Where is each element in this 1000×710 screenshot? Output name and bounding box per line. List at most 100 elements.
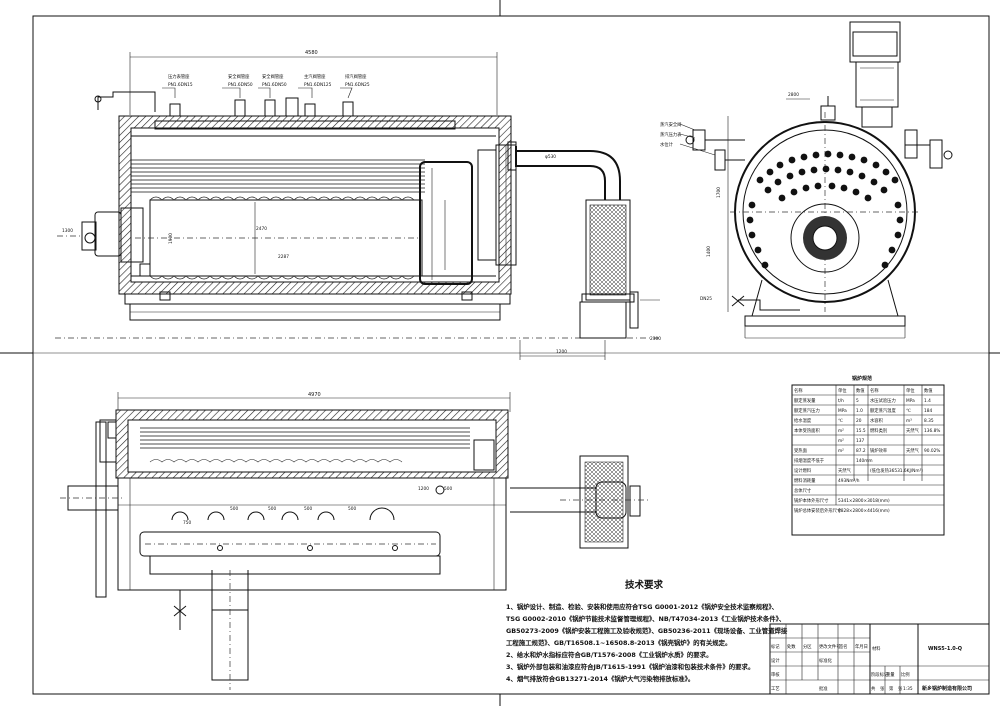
nozzle-1-spec: PN1.6DN15 — [168, 82, 193, 88]
spec-header-cell: 单位 — [906, 387, 915, 394]
svg-text:φ530: φ530 — [545, 154, 556, 160]
side-fittings: 蒸汽安全阀 蒸汽压力表 水位计 — [660, 121, 953, 171]
spec-cell: m² — [838, 429, 844, 434]
spec-cell: 锅炉本体外形尺寸 — [794, 497, 829, 504]
plan-view: 4970 750 500 — [60, 392, 648, 690]
tb-label-process: 工艺 — [771, 686, 780, 692]
tube-sheet-holes — [746, 150, 904, 269]
plan-dim-4: 500 — [304, 506, 312, 512]
side-dim-1: 2800 — [788, 92, 799, 98]
spec-cell: 15.5 — [856, 428, 866, 434]
tb-label-sheet1: 张 — [880, 685, 885, 692]
plan-dim-6: 1200 — [418, 486, 429, 492]
nozzle-1-name: 压力表管座 — [168, 73, 190, 80]
spec-cell: 140mm — [856, 458, 873, 464]
tech-req-line-7: 4、烟气排放符合GB13271-2014《锅炉大气污染物排放标准》。 — [506, 674, 694, 683]
spec-cell: t/h — [838, 398, 844, 404]
tech-requirements: 技术要求 1、锅炉设计、制造、检验、安装和使用应符合TSG G0001-2012… — [506, 579, 788, 683]
spec-cell: MPa — [838, 408, 847, 414]
nozzle-5-name: 排汽阀管座 — [345, 73, 367, 80]
side-dim-4: DN25 — [700, 296, 712, 302]
valve-label-2: 蒸汽压力表 — [660, 131, 682, 138]
spec-cell: 额定蒸发量 — [794, 397, 816, 404]
nozzle-labels: 压力表管座 PN1.6DN15 安全阀管座 PN1.6DN50 安全阀管座 PN… — [162, 73, 370, 99]
spec-cell: 燃料类别 — [870, 427, 887, 434]
spec-cell: 额定蒸汽温度 — [870, 407, 896, 414]
spec-cell: ℃ — [906, 408, 911, 414]
spec-cell: 本体受热面积 — [794, 427, 820, 434]
front-overall-dim: 4580 — [305, 50, 318, 56]
valve-label-1: 蒸汽安全阀 — [660, 121, 681, 128]
spec-cell: 总体尺寸 — [794, 487, 812, 494]
spec-cell: MPa — [906, 398, 915, 404]
tb-label-sheet2: 张 — [898, 685, 903, 692]
tb-label-change: 更改文件号 — [819, 643, 840, 650]
plan-nozzles — [171, 485, 445, 521]
spec-header-cell: 数值 — [924, 387, 933, 394]
nozzle-3-spec: PN1.6DN50 — [262, 82, 287, 88]
valve-label-3: 水位计 — [660, 141, 674, 148]
plan-overall-dim: 4970 — [308, 392, 321, 398]
spec-cell: 水容积 — [870, 417, 884, 424]
spec-cell: m² — [838, 449, 844, 454]
spec-cell: 水压试验压力 — [870, 397, 896, 404]
spec-cell: 493Nm³/h — [838, 478, 860, 484]
front-dim-4: 2300 — [650, 336, 661, 342]
svg-text:1300: 1300 — [62, 228, 73, 234]
spec-cell: 8828×2800×4416(mm) — [838, 508, 890, 514]
tb-label-approve: 批准 — [819, 685, 828, 692]
spec-cell: 天然气 — [838, 467, 852, 474]
tb-company: 新乡锅炉制造有限公司 — [922, 685, 972, 692]
tech-req-line-6: 3、锅炉外部包装和油漆应符合JB/T1615-1991《锅炉油漆和包装技术条件》… — [506, 662, 754, 671]
spec-cell: 1.0 — [856, 408, 863, 414]
tb-label-count: 处数 — [787, 643, 796, 650]
tb-label-design: 设计 — [771, 657, 780, 664]
spec-cell: 87.2 — [856, 448, 866, 454]
tb-label-zone: 分区 — [803, 643, 812, 650]
tb-label-mark: 标记 — [771, 643, 780, 650]
spec-header-cell: 单位 — [838, 387, 847, 394]
front-elevation-view: 4580 压力表管座 PN1.6DN15 安全阀管座 PN1.6DN50 安全阀… — [55, 50, 661, 360]
spec-cell: 给水温度 — [794, 417, 812, 424]
plan-dim-2: 500 — [230, 506, 238, 512]
tb-label-date: 年月日 — [855, 643, 868, 650]
plan-dim-7: 500 — [444, 486, 452, 492]
spec-cell: 184 — [924, 408, 932, 414]
tb-label-stage: 阶段标记 — [871, 671, 889, 678]
spec-header-cell: 名称 — [870, 387, 879, 394]
spec-header-cell: 数值 — [856, 387, 865, 394]
spec-cell: 天然气 — [906, 447, 920, 454]
sheet-border — [32, 15, 990, 695]
spec-cell: m² — [838, 439, 844, 444]
spec-header-cell: 名称 — [794, 387, 803, 394]
spec-cell: 8.35 — [924, 418, 934, 424]
spec-cell: 燃料消耗量 — [794, 477, 816, 484]
spec-cell: 137 — [856, 438, 864, 444]
spec-cell: 受热面 — [794, 447, 808, 454]
tb-drawing-no: WNS5-1.0-Q — [928, 646, 962, 652]
spec-cell: m³ — [906, 418, 912, 424]
plan-dim-3: 500 — [268, 506, 276, 512]
spec-cell: 90.02% — [924, 448, 940, 454]
front-dim-3: 1900 — [168, 233, 174, 244]
front-dim-1: 2470 — [256, 226, 267, 232]
title-block: 材料 标记 处数 分区 更改文件号 签名 年月日 设计 标准化 审核 工艺 批准… — [769, 623, 990, 695]
tb-label-scale: 比例 — [901, 671, 910, 678]
spec-table-title: 锅炉规范 — [851, 375, 872, 382]
side-dim-3: 1400 — [706, 246, 712, 257]
tech-req-line-4: 工程施工规范》、GB/T16508.1~16508.8-2013《锅壳锅炉》的有… — [506, 638, 731, 647]
tb-label-standard: 标准化 — [819, 657, 833, 664]
tb-label-weight: 重量 — [886, 671, 895, 678]
tb-label-material: 材料 — [872, 645, 881, 652]
nozzle-2-spec: PN1.6DN50 — [228, 82, 253, 88]
spec-cell: 20 — [856, 418, 862, 424]
side-view: 2800 — [660, 21, 953, 339]
spec-cell: 天然气 — [906, 427, 920, 434]
nozzle-3-name: 安全阀管座 — [262, 73, 284, 80]
tb-label-total: 共 — [871, 685, 876, 692]
spec-cell: 设计燃料 — [794, 467, 812, 474]
spec-cell: 5 — [856, 398, 859, 404]
nozzle-5-spec: PN1.6DN25 — [345, 82, 370, 88]
